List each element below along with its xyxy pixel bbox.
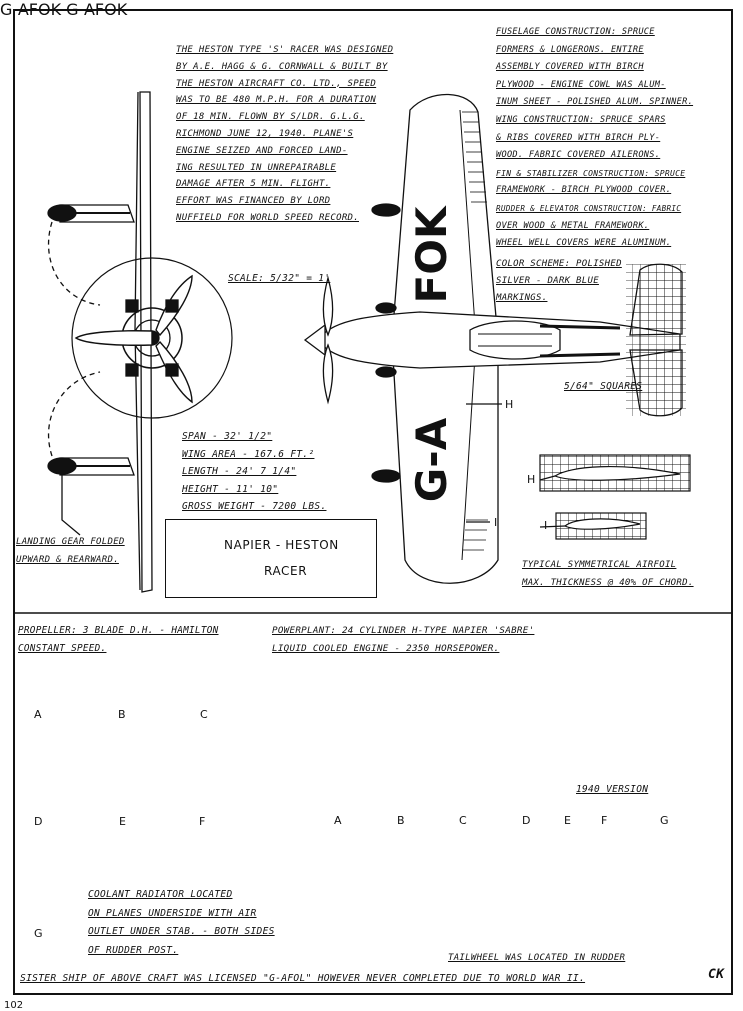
artist-signature: CK <box>708 967 725 982</box>
powerplant-note: POWERPLANT: 24 CYLINDER H-TYPE NAPIER 'S… <box>272 622 534 658</box>
spec-span: SPAN - 32' 1/2" <box>182 431 273 442</box>
color-scheme-line: COLOR SCHEME: POLISHED <box>496 259 622 269</box>
landing-gear-line: UPWARD & REARWARD. <box>16 555 119 565</box>
history-line: ENGINE SEIZED AND FORCED LAND- <box>176 145 348 156</box>
prop-section-f: F <box>199 815 206 828</box>
station-c: C <box>459 814 467 827</box>
scale-note: SCALE: 5/32" = 1' <box>228 273 331 284</box>
wing-registration-bottom: G-A <box>407 417 456 502</box>
prop-section-a: A <box>34 708 42 721</box>
powerplant-line: POWERPLANT: 24 CYLINDER H-TYPE NAPIER 'S… <box>272 625 535 636</box>
construction-line: PLYWOOD - ENGINE COWL WAS ALUM- <box>496 79 666 90</box>
propeller-line: PROPELLER: 3 BLADE D.H. - HAMILTON <box>18 625 219 636</box>
airfoil-label-i: I <box>544 519 548 532</box>
prop-section-e: E <box>119 815 126 828</box>
airfoil-sections <box>539 454 691 540</box>
spec-wing-area: WING AREA - 167.6 FT.² <box>182 448 315 460</box>
airfoil-line: MAX. THICKNESS @ 40% OF CHORD. <box>522 578 694 588</box>
prop-section-d: D <box>34 815 43 828</box>
station-b: B <box>397 814 405 827</box>
construction-line: FIN & STABILIZER CONSTRUCTION: SPRUCE <box>496 168 686 178</box>
logo-title: NAPIER - HESTON <box>224 538 339 552</box>
grid-squares-note: 5/64" SQUARES <box>564 381 643 392</box>
title-logo-box: NAPIER - HESTON RACER <box>165 519 377 598</box>
station-d: D <box>522 814 531 827</box>
sister-ship-note: SISTER SHIP OF ABOVE CRAFT WAS LICENSED … <box>20 973 586 984</box>
radiator-line: OF RUDDER POST. <box>88 944 179 956</box>
propeller-note: PROPELLER: 3 BLADE D.H. - HAMILTON CONST… <box>18 622 219 658</box>
prop-section-g: G <box>34 927 43 940</box>
history-line: THE HESTON TYPE 'S' RACER WAS DESIGNED <box>176 45 394 55</box>
history-note: THE HESTON TYPE 'S' RACER WAS DESIGNED B… <box>176 42 393 227</box>
color-scheme-line: SILVER - DARK BLUE <box>496 276 599 286</box>
spec-gross-weight: GROSS WEIGHT - 7200 LBS. <box>182 501 327 512</box>
construction-line: WHEEL WELL COVERS WERE ALUMINUM. <box>496 238 672 249</box>
construction-line: FRAMEWORK - BIRCH PLYWOOD COVER. <box>496 185 672 196</box>
prop-section-b: B <box>118 708 126 721</box>
page-number: 102 <box>4 1000 24 1011</box>
plan-view <box>303 93 686 584</box>
radiator-line: ON PLANES UNDERSIDE WITH AIR <box>88 907 257 919</box>
radiator-note: COOLANT RADIATOR LOCATED ON PLANES UNDER… <box>88 886 275 960</box>
history-line: DAMAGE AFTER 5 MIN. FLIGHT. <box>176 179 331 190</box>
station-e: E <box>564 814 571 827</box>
history-line: EFFORT WAS FINANCED BY LORD <box>176 196 331 207</box>
construction-line: ASSEMBLY COVERED WITH BIRCH <box>496 62 644 73</box>
radiator-line: OUTLET UNDER STAB. - BOTH SIDES <box>88 926 275 937</box>
airfoil-line: TYPICAL SYMMETRICAL AIRFOIL <box>522 560 677 570</box>
construction-line: RUDDER & ELEVATOR CONSTRUCTION: FABRIC <box>496 203 682 213</box>
history-line: THE HESTON AIRCRAFT CO. LTD., SPEED <box>176 78 377 89</box>
plan-ref-i: I <box>494 516 498 529</box>
station-f: F <box>601 814 608 827</box>
construction-line: FORMERS & LONGERONS. ENTIRE <box>496 44 644 55</box>
history-line: RICHMOND JUNE 12, 1940. PLANE'S <box>176 128 354 139</box>
airfoil-label-h: H <box>527 473 536 486</box>
history-line: NUFFIELD FOR WORLD SPEED RECORD. <box>176 212 359 223</box>
construction-line: WING CONSTRUCTION: SPRUCE SPARS <box>496 114 666 125</box>
construction-line: WOOD. FABRIC COVERED AILERONS. <box>496 150 661 161</box>
station-a: A <box>334 814 342 827</box>
airfoil-note: TYPICAL SYMMETRICAL AIRFOIL MAX. THICKNE… <box>522 556 694 592</box>
wing-registration-top: FOK <box>407 205 456 303</box>
history-line: ING RESULTED IN UNREPAIRABLE <box>176 162 337 173</box>
sheet-border <box>13 9 733 995</box>
color-scheme-note: COLOR SCHEME: POLISHED SILVER - DARK BLU… <box>496 256 622 307</box>
history-line: WAS TO BE 480 M.P.H. FOR A DURATION <box>176 95 377 106</box>
construction-line: FUSELAGE CONSTRUCTION: SPRUCE <box>496 27 655 37</box>
landing-gear-note: LANDING GEAR FOLDED UPWARD & REARWARD. <box>16 533 125 569</box>
construction-line: & RIBS COVERED WITH BIRCH PLY- <box>496 132 661 143</box>
construction-line: INUM SHEET - POLISHED ALUM. SPINNER. <box>496 97 694 108</box>
color-scheme-line: MARKINGS. <box>496 293 548 303</box>
radiator-line: COOLANT RADIATOR LOCATED <box>88 889 233 900</box>
history-line: BY A.E. HAGG & G. CORNWALL & BUILT BY <box>176 61 388 72</box>
version-note: 1940 VERSION <box>576 784 649 795</box>
construction-note: FUSELAGE CONSTRUCTION: SPRUCE FORMERS & … <box>496 24 693 253</box>
propeller-line: CONSTANT SPEED. <box>18 643 107 654</box>
plan-ref-h: H <box>505 398 514 411</box>
station-g: G <box>660 814 669 827</box>
history-line: OF 18 MIN. FLOWN BY S/LDR. G.L.G. <box>176 112 365 123</box>
landing-gear-line: LANDING GEAR FOLDED <box>16 537 125 547</box>
construction-line: OVER WOOD & METAL FRAMEWORK. <box>496 220 650 231</box>
spec-length: LENGTH - 24' 7 1/4" <box>182 466 297 477</box>
specifications: SPAN - 32' 1/2" WING AREA - 167.6 FT.² L… <box>182 428 326 516</box>
spec-height: HEIGHT - 11' 10" <box>182 483 279 495</box>
tailwheel-note: TAILWHEEL WAS LOCATED IN RUDDER <box>448 953 626 963</box>
prop-section-c: C <box>200 708 208 721</box>
powerplant-line: LIQUID COOLED ENGINE - 2350 HORSEPOWER. <box>272 643 500 654</box>
front-view <box>47 91 233 593</box>
logo-subtitle: RACER <box>264 564 308 578</box>
